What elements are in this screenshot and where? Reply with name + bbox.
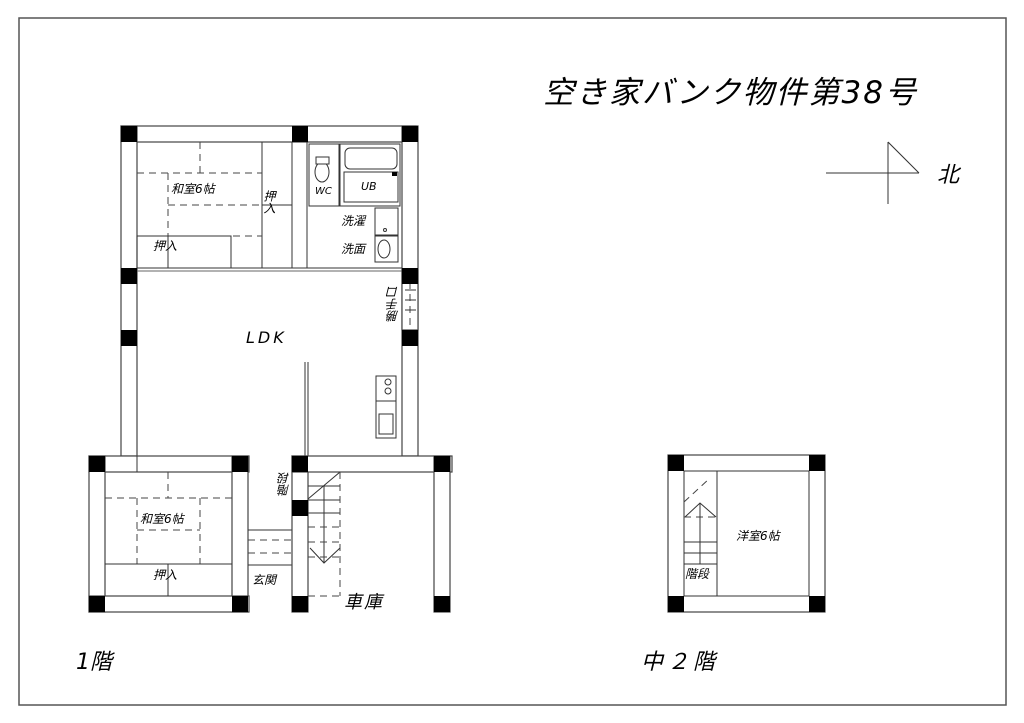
room-label-oshiire-upper-vertical: 押入 <box>262 190 276 214</box>
room-label-garage: 車庫 <box>344 592 384 613</box>
room-label-wc: WC <box>315 186 332 197</box>
room-label-washitsu-upper: 和室6帖 <box>171 182 215 196</box>
wall-left-upper <box>120 125 138 457</box>
room-label-washitsu-lower: 和室6帖 <box>140 512 184 526</box>
wall-top <box>120 125 417 143</box>
mid-second-floor-plan <box>667 454 826 613</box>
room-label-senmen: 洗面 <box>341 242 366 256</box>
floor-label-mid2f: 中２階 <box>641 650 720 675</box>
room-label-oshiire-upper: 押入 <box>153 239 178 253</box>
room-label-ub: UB <box>361 180 377 193</box>
floor-label-1f: 1階 <box>76 650 112 675</box>
compass-label: 北 <box>937 163 960 188</box>
drawing-frame <box>18 17 1007 706</box>
room-label-katteguchi: 勝手口 <box>386 286 400 322</box>
room-label-yoshitsu: 洋室6帖 <box>736 529 780 543</box>
north-arrow <box>826 141 920 204</box>
room-label-oshiire-lower: 押入 <box>153 568 178 582</box>
room-label-ldk: LDK <box>246 328 287 347</box>
room-label-genkan: 玄関 <box>252 573 277 587</box>
room-label-kaidan-1f: 階段 <box>277 472 291 496</box>
pillars-1f <box>89 126 450 612</box>
page-title: 空き家バンク物件第38号 <box>543 75 918 111</box>
room-label-kaidan-mid2: 階段 <box>685 567 710 581</box>
room-label-sentaku: 洗濯 <box>341 214 366 228</box>
first-floor-plan <box>88 125 453 613</box>
